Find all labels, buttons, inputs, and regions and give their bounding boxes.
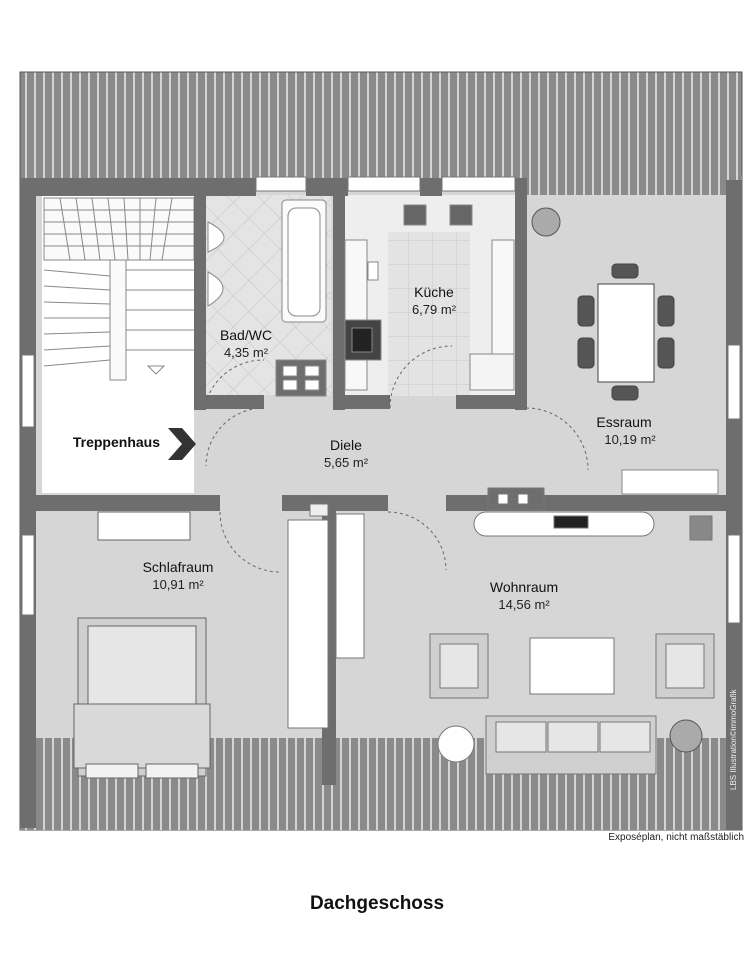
room-area-schlafraum: 10,91 m² [152,577,204,592]
arrow-right-icon [168,428,196,460]
dining-table [577,263,675,401]
room-label-diele: Diele [330,437,362,453]
room-label-treppenhaus: Treppenhaus [73,434,160,450]
room-label-wohnraum: Wohnraum [490,579,558,595]
room-area-diele: 5,65 m² [324,455,369,470]
room-label-kueche: Küche [414,284,454,300]
roof-strip-essraum [520,175,742,195]
sideboard [621,469,719,495]
windows [21,176,741,624]
living-furniture [429,487,715,775]
room-label-bad: Bad/WC [220,327,272,343]
roof-edge-bottom [20,800,742,830]
wardrobe [287,503,365,729]
plant-icon [531,207,561,237]
bedroom-furniture [73,511,211,779]
kitchen-fixtures [344,204,515,391]
kitchen-tiles [388,232,470,396]
bathroom-fixtures [207,199,327,397]
illustration-credit: LBS Illustration©immoGrafik [729,688,738,790]
staircase [43,197,195,381]
door-swings [203,345,589,573]
room-area-wohnraum: 14,56 m² [498,597,550,612]
room-area-kueche: 6,79 m² [412,302,457,317]
floor-caption: Dachgeschoss [309,893,445,914]
room-area-essraum: 10,19 m² [604,432,656,447]
plan-disclaimer: Exposéplan, nicht maßstäblich [608,832,744,843]
room-label-essraum: Essraum [596,414,651,430]
room-area-bad: 4,35 m² [224,345,269,360]
plant-icon [669,719,703,753]
room-label-schlafraum: Schlafraum [143,559,214,575]
